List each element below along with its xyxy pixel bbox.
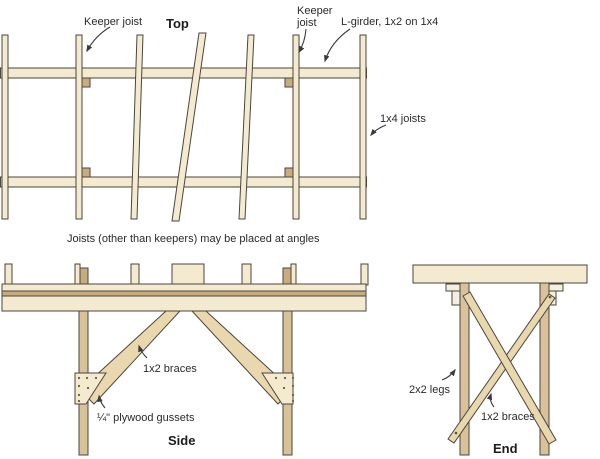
caption-angled-joists: Joists (other than keepers) may be place… xyxy=(67,233,320,245)
girder-web-section-left xyxy=(451,290,461,306)
arrow-gussets xyxy=(97,394,106,409)
joist-angled xyxy=(238,34,255,220)
gusset-left xyxy=(74,372,107,405)
top-view: Keeper joist Top Keeper joist L-girder, … xyxy=(0,5,438,222)
brace-screw xyxy=(454,431,458,435)
brace-screw xyxy=(548,295,552,299)
keeper-joist-end-tab xyxy=(74,263,81,286)
label-l-girder: L-girder, 1x2 on 1x4 xyxy=(341,16,438,28)
arrow-1x4-joists xyxy=(370,124,387,137)
arrow-side-braces xyxy=(138,344,148,359)
girder-web xyxy=(1,295,367,312)
l-girder-top xyxy=(0,67,367,79)
cleat xyxy=(284,167,294,178)
arrow-l-girder xyxy=(324,28,351,63)
side-view: 1x2 braces ¼" plywood gussets Side xyxy=(1,263,369,456)
gusset-right-screws xyxy=(274,376,295,403)
cleat-side xyxy=(282,267,292,286)
joist-angled xyxy=(130,34,144,220)
joist-end-tab xyxy=(130,263,140,286)
label-keeper-joist-right-line2: joist xyxy=(296,17,317,29)
keeper-joist-left xyxy=(75,34,83,220)
arrow-keeper-joist-right xyxy=(298,28,307,54)
girder-flange-edge xyxy=(1,283,367,292)
cleat xyxy=(81,77,91,88)
side-view-title: Side xyxy=(168,433,195,448)
cleat xyxy=(81,167,91,178)
label-keeper-joist-left: Keeper joist xyxy=(84,16,142,28)
label-keeper-joist-right-line1: Keeper xyxy=(297,5,333,17)
top-view-title: Top xyxy=(166,16,189,31)
end-brace-ascending xyxy=(447,293,556,444)
end-brace-descending xyxy=(462,291,557,445)
angled-joist-end-tab xyxy=(171,263,205,286)
arrow-keeper-joist-left xyxy=(86,26,111,53)
label-2x2-legs: 2x2 legs xyxy=(409,384,450,396)
end-leg-left xyxy=(459,282,470,456)
girder-flange-section-right xyxy=(547,283,564,292)
cleat xyxy=(284,77,294,88)
joist-end-tab xyxy=(4,263,13,286)
joist-end-tab xyxy=(241,263,252,286)
arrow-2x2-legs xyxy=(441,368,456,381)
girder-flange-shadow xyxy=(1,290,367,297)
label-gussets: ¼" plywood gussets xyxy=(97,412,195,424)
end-view-title: End xyxy=(493,441,518,456)
end-joist-plank xyxy=(412,264,588,284)
end-view: 2x2 legs 1x2 braces End xyxy=(409,264,588,456)
label-side-braces: 1x2 braces xyxy=(143,363,197,375)
cleat-side xyxy=(79,267,89,286)
arrow-end-braces xyxy=(486,392,495,408)
label-1x4-joists: 1x4 joists xyxy=(380,113,426,125)
joist-end-right xyxy=(359,34,367,220)
girder-flange-section-left xyxy=(445,283,462,292)
joist-end-left xyxy=(1,34,9,220)
end-leg-right xyxy=(539,282,550,456)
joist-angled-center xyxy=(171,32,207,222)
keeper-joist-end-tab xyxy=(290,263,297,286)
joist-end-tab xyxy=(360,263,369,286)
keeper-joist-right xyxy=(292,34,300,220)
label-end-braces: 1x2 braces xyxy=(481,411,535,423)
gusset-left-screws xyxy=(77,376,98,403)
gusset-right xyxy=(261,372,294,405)
